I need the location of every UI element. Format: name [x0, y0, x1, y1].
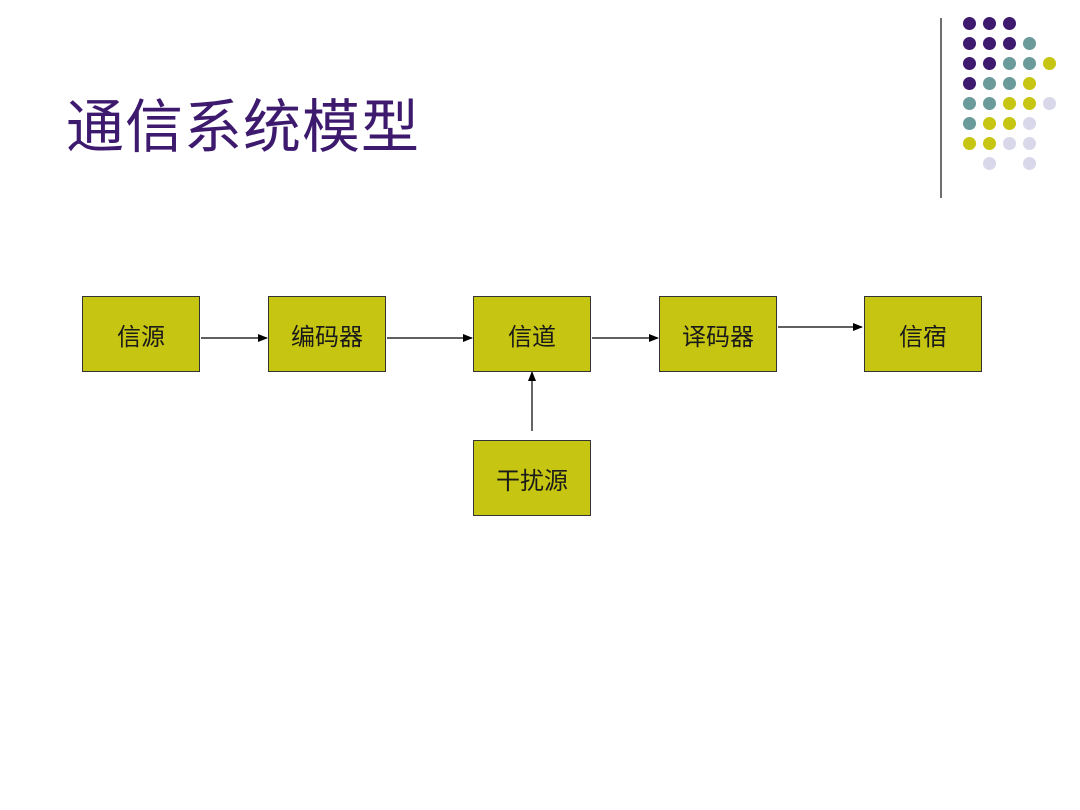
decorative-dot — [1003, 17, 1016, 30]
decorative-dot — [963, 37, 976, 50]
decorative-dot — [983, 117, 996, 130]
decorative-dot — [963, 77, 976, 90]
decorative-dot — [1003, 77, 1016, 90]
decorative-dot — [1003, 57, 1016, 70]
decorative-dot — [1023, 117, 1036, 130]
decorative-dot — [963, 137, 976, 150]
node-encoder: 编码器 — [268, 296, 386, 372]
decorative-dot — [1023, 97, 1036, 110]
node-source-label: 信源 — [117, 322, 165, 351]
decorative-dot — [963, 97, 976, 110]
decorative-dot — [1023, 57, 1036, 70]
decorative-dot — [1003, 97, 1016, 110]
decorative-dot — [963, 57, 976, 70]
decorative-dot — [983, 37, 996, 50]
decorative-dot — [1023, 137, 1036, 150]
decorative-dot — [1003, 137, 1016, 150]
decorative-dot — [1023, 77, 1036, 90]
decorative-dot — [1023, 157, 1036, 170]
decorative-dot — [983, 57, 996, 70]
node-decoder-label: 译码器 — [682, 322, 754, 351]
node-channel: 信道 — [473, 296, 591, 372]
decorative-dot — [1043, 97, 1056, 110]
node-sink: 信宿 — [864, 296, 982, 372]
decorative-dot — [983, 137, 996, 150]
decorative-dot-grid — [0, 0, 1080, 200]
node-sink-label: 信宿 — [899, 322, 947, 351]
node-channel-label: 信道 — [508, 322, 556, 351]
node-decoder: 译码器 — [659, 296, 777, 372]
decorative-dot — [983, 77, 996, 90]
slide-title: 通信系统模型 — [66, 93, 421, 161]
decorative-dot — [1003, 117, 1016, 130]
decorative-dot — [983, 97, 996, 110]
decorative-dot — [1043, 57, 1056, 70]
decorative-dot — [1023, 37, 1036, 50]
decorative-dot — [963, 117, 976, 130]
node-encoder-label: 编码器 — [291, 322, 363, 351]
node-source: 信源 — [82, 296, 200, 372]
decorative-dot — [1003, 37, 1016, 50]
decorative-divider — [940, 18, 942, 198]
decorative-dot — [983, 157, 996, 170]
decorative-dot — [983, 17, 996, 30]
decorative-dot — [963, 17, 976, 30]
node-noise-label: 干扰源 — [496, 466, 568, 495]
node-noise: 干扰源 — [473, 440, 591, 516]
